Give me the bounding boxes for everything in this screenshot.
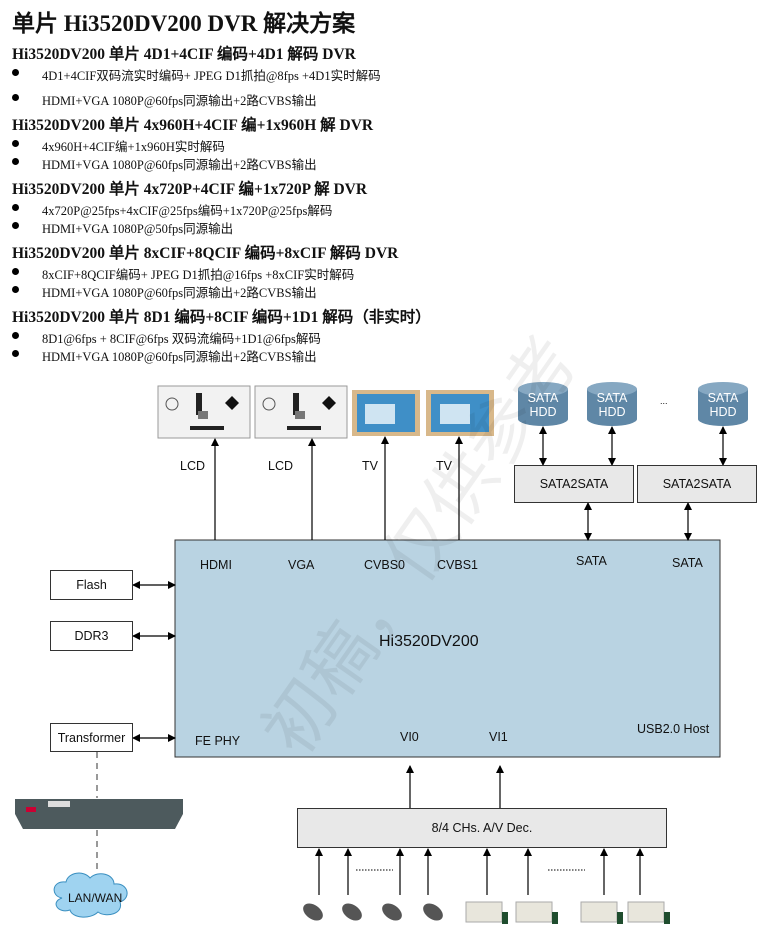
- port-vga: VGA: [288, 558, 315, 572]
- port-cvbs0: CVBS0: [364, 558, 405, 572]
- bullet-text: 4x960H+4CIF编+1x960H实时解码: [42, 140, 225, 154]
- bullet-text: HDMI+VGA 1080P@60fps同源输出+2路CVBS输出: [42, 286, 317, 300]
- bullet-text: 8D1@6fps + 8CIF@6fps 双码流编码+1D1@6fps解码: [42, 332, 321, 346]
- chip-block: [174, 539, 721, 758]
- bullet-icon: [12, 204, 19, 211]
- display-label: TV: [436, 459, 452, 473]
- sata2sata-block: SATA2SATA: [514, 465, 634, 503]
- bullet-text: HDMI+VGA 1080P@60fps同源输出+2路CVBS输出: [42, 94, 317, 108]
- bullet-text: HDMI+VGA 1080P@60fps同源输出+2路CVBS输出: [42, 158, 317, 172]
- section-heading: Hi3520DV200 单片 4x720P+4CIF 编+1x720P 解 DV…: [12, 181, 368, 198]
- display-label: TV: [362, 459, 378, 473]
- bullet-icon: [12, 286, 19, 293]
- dome-camera-icons: [303, 903, 443, 921]
- box-camera-icons: [465, 901, 670, 924]
- bullet-text: 4x720P@25fps+4xCIF@25fps编码+1x720P@25fps解…: [42, 204, 333, 218]
- network-label: LAN/WAN: [68, 891, 123, 905]
- bullet-icon: [12, 222, 19, 229]
- sata-arrows: [132, 426, 727, 742]
- bullet-icon: [12, 158, 19, 165]
- input-arrows: [315, 765, 644, 895]
- port-cvbs1: CVBS1: [437, 558, 478, 572]
- flash-block: Flash: [50, 570, 133, 600]
- section-heading: Hi3520DV200 单片 8D1 编码+8CIF 编码+1D1 解码（非实时…: [12, 309, 431, 326]
- av-decoder-block: 8/4 CHs. A/V Dec.: [297, 808, 667, 848]
- port-sata: SATA: [672, 556, 703, 570]
- bullet-icon: [12, 140, 19, 147]
- bullet-text: HDMI+VGA 1080P@50fps同源输出: [42, 222, 234, 236]
- tv-icon: [352, 390, 420, 436]
- hdd-ellipsis: ...: [660, 396, 668, 406]
- bullet-icon: [12, 332, 19, 339]
- hdd-icon: [518, 382, 568, 426]
- display-label: LCD: [268, 459, 294, 473]
- lcd-monitor-icon: [254, 385, 348, 439]
- page-title: 单片 Hi3520DV200 DVR 解决方案: [12, 11, 356, 36]
- display-label: LCD: [180, 459, 206, 473]
- bullet-text: 4D1+4CIF双码流实时编码+ JPEG D1抓拍@8fps +4D1实时解码: [42, 69, 381, 83]
- ddr3-block: DDR3: [50, 621, 133, 651]
- bullet-icon: [12, 94, 19, 101]
- port-vi0: VI0: [400, 730, 419, 744]
- transformer-block: Transformer: [50, 723, 133, 752]
- port-usb: USB2.0 Host: [637, 722, 710, 736]
- dvr-device-icon: [15, 799, 183, 829]
- section-heading: Hi3520DV200 单片 4x960H+4CIF 编+1x960H 解 DV…: [12, 117, 374, 134]
- bullet-icon: [12, 350, 19, 357]
- port-sata: SATA: [576, 554, 607, 568]
- hdd-icon: [698, 382, 748, 426]
- bullet-icon: [12, 69, 19, 76]
- cloud-icon: [53, 872, 128, 918]
- port-vi1: VI1: [489, 730, 508, 744]
- bullet-text: HDMI+VGA 1080P@60fps同源输出+2路CVBS输出: [42, 350, 317, 364]
- section-heading: Hi3520DV200 单片 4D1+4CIF 编码+4D1 解码 DVR: [12, 46, 356, 63]
- output-arrows: [211, 436, 463, 540]
- chip-name: Hi3520DV200: [379, 633, 479, 650]
- port-fe-phy: FE PHY: [195, 734, 241, 748]
- sata2sata-block: SATA2SATA: [637, 465, 757, 503]
- tv-icon: [426, 390, 494, 436]
- section-heading: Hi3520DV200 单片 8xCIF+8QCIF 编码+8xCIF 解码 D…: [12, 245, 399, 262]
- port-hdmi: HDMI: [200, 558, 232, 572]
- lcd-monitor-icon: [157, 385, 251, 439]
- bullet-text: 8xCIF+8QCIF编码+ JPEG D1抓拍@16fps +8xCIF实时解…: [42, 268, 355, 282]
- bullet-icon: [12, 268, 19, 275]
- hdd-icon: [587, 382, 637, 426]
